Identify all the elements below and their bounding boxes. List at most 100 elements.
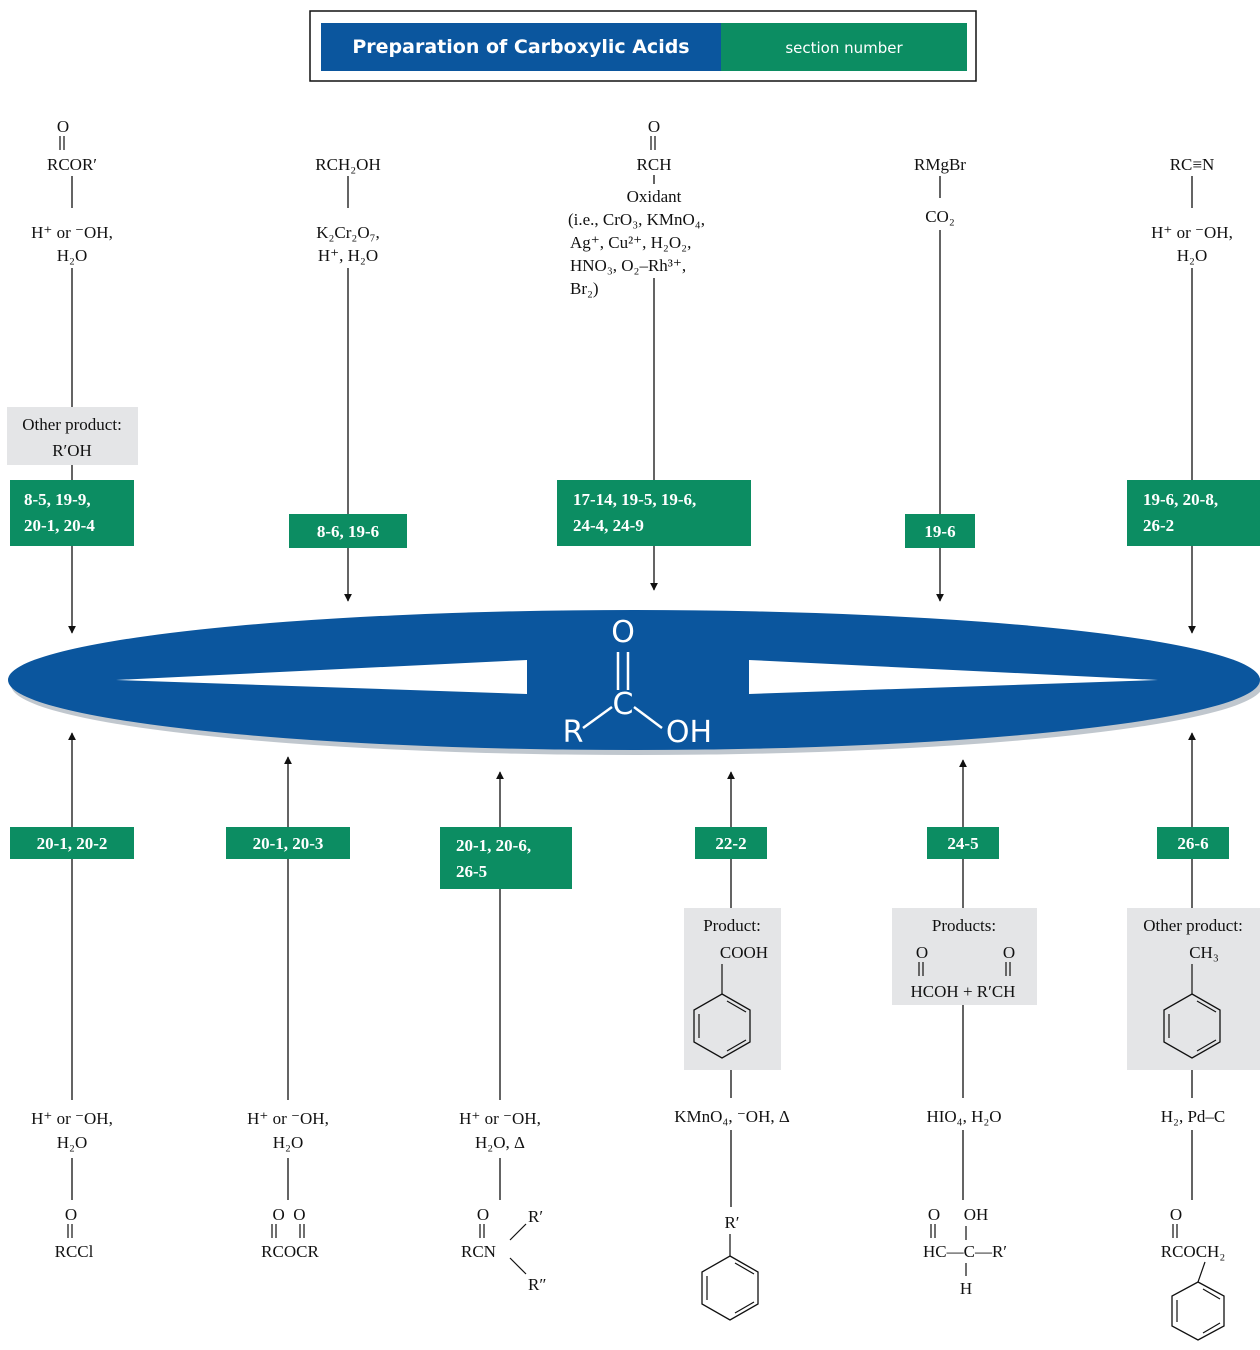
- reagent-line3: Ag⁺, Cu²⁺, H₂O₂,: [570, 233, 691, 252]
- sm-bond: [1197, 1261, 1206, 1283]
- product-label: Product:: [703, 916, 761, 935]
- reagent-line2: H₂O: [273, 1133, 303, 1152]
- route-primary-alcohol: RCH₂OH K₂Cr₂O₇, H⁺, H₂O 8-6, 19-6: [289, 155, 407, 602]
- products-formula: HCOH + R′CH: [911, 982, 1016, 1001]
- section-badge: [440, 827, 572, 889]
- header-section-bar: [721, 23, 967, 71]
- other-product-label: Other product:: [1143, 916, 1243, 935]
- benzene-ring-icon: [701, 1255, 759, 1321]
- ellipse-right-window: [749, 660, 1158, 694]
- starting-material: RCOCH₂: [1161, 1242, 1226, 1261]
- starting-material: RMgBr: [914, 155, 966, 174]
- product-group: COOH: [720, 943, 768, 962]
- route-aldehyde: O RCH Oxidant (i.e., CrO₃, KMnO₄, Ag⁺, C…: [557, 117, 751, 591]
- products-label: Products:: [932, 916, 996, 935]
- section-badge: [226, 827, 350, 859]
- route-benzyl-ester: 26-6 Other product: CH₃ H₂, Pd–C O RCOCH…: [1127, 732, 1260, 1350]
- other-product-label: Other product:: [22, 415, 122, 434]
- route-acyl-chloride: 20-1, 20-2 H⁺ or ⁻OH, H₂O O RCCl: [10, 732, 134, 1261]
- reagent-line1: CO₂: [925, 207, 955, 226]
- starting-material: RCH₂OH: [315, 155, 380, 174]
- central-product: O C R OH: [8, 610, 1260, 755]
- header-title: Preparation of Carboxylic Acids: [352, 36, 689, 58]
- section-badge: [1127, 480, 1260, 546]
- sm-o: O: [65, 1205, 77, 1224]
- section-badge: [695, 827, 767, 859]
- ellipse: [8, 610, 1260, 750]
- other-product-value: R′OH: [52, 441, 92, 460]
- reagent-line1: Oxidant: [627, 187, 682, 206]
- header: Preparation of Carboxylic Acids section …: [309, 10, 977, 82]
- section-badge: [927, 827, 999, 859]
- reagent-line1: KMnO₄, ⁻OH, Δ: [674, 1107, 790, 1126]
- products-formula-bg: [898, 980, 1032, 1002]
- section-badge-line1: 19-6, 20-8,: [1143, 490, 1218, 509]
- section-badge-line2: 20-1, 20-4: [24, 516, 95, 535]
- reagent-line2: H₂O: [57, 1133, 87, 1152]
- section-badge-line2: 26-2: [1143, 516, 1174, 535]
- section-badge-line1: 8-5, 19-9,: [24, 490, 91, 509]
- reagent-line1: H⁺ or ⁻OH,: [247, 1109, 329, 1128]
- starting-material: RCOCR: [261, 1242, 319, 1261]
- reagent-line2: H₂O: [57, 246, 87, 265]
- benzene-ring-icon: [1163, 993, 1221, 1059]
- structure-bond-left: [582, 705, 613, 730]
- reagent-line1: H⁺ or ⁻OH,: [459, 1109, 541, 1128]
- starting-material: RC≡N: [1170, 155, 1215, 174]
- section-badge-line1: 22-2: [715, 834, 746, 853]
- product-box: [684, 908, 781, 1070]
- sm-bg: [455, 1200, 565, 1290]
- route-alkylbenzene: 22-2 Product: COOH KMnO₄, ⁻OH, Δ R′: [662, 771, 804, 1347]
- section-badge: [1157, 827, 1229, 859]
- reagent-bg: [1140, 1098, 1246, 1130]
- sm-bond-down: [509, 1257, 527, 1275]
- products-o-2: O: [1003, 943, 1015, 962]
- section-badge: [557, 480, 751, 546]
- other-product-box: [7, 407, 138, 465]
- reagent-line1: H⁺ or ⁻OH,: [31, 223, 113, 242]
- section-badge-line1: 20-1, 20-6,: [456, 836, 531, 855]
- starting-material: HC—C—R′: [923, 1242, 1007, 1261]
- section-badge-line1: 8-6, 19-6: [317, 522, 379, 541]
- starting-material: RCOR′: [47, 155, 97, 174]
- route-amide: 20-1, 20-6, 26-5 H⁺ or ⁻OH, H₂O, Δ O RCN…: [440, 771, 572, 1294]
- section-badge-line1: 24-5: [947, 834, 978, 853]
- header-section-label: section number: [785, 39, 903, 57]
- sm-bond-up: [509, 1223, 527, 1241]
- section-badge-line1: 20-1, 20-3: [253, 834, 324, 853]
- sm-o: O: [57, 117, 69, 136]
- reagent-line2: H₂O, Δ: [475, 1133, 525, 1152]
- route-ester: O RCOR′ H⁺ or ⁻OH, H₂O Other product: R′…: [7, 117, 138, 634]
- section-badge: [10, 827, 134, 859]
- route-grignard: RMgBr CO₂ 19-6: [905, 155, 975, 602]
- products-o-1: O: [916, 943, 928, 962]
- reagent-line1: H⁺ or ⁻OH,: [1151, 223, 1233, 242]
- benzene-ring-icon: [1171, 1281, 1225, 1341]
- reagent-bg: [236, 1100, 340, 1158]
- reagent-bg: [908, 1098, 1020, 1130]
- starting-material: RCN: [461, 1242, 496, 1261]
- reagent-line1: H⁺ or ⁻OH,: [31, 1109, 113, 1128]
- section-badge-line1: 26-6: [1177, 834, 1208, 853]
- header-title-bar: [321, 23, 721, 71]
- sm-o: O: [928, 1205, 940, 1224]
- starting-material: RCH: [637, 155, 672, 174]
- structure-r: R: [563, 715, 584, 750]
- sm-o: O: [648, 117, 660, 136]
- sm-bg: [690, 1207, 775, 1347]
- reagent-line1: K₂Cr₂O₇,: [316, 223, 380, 242]
- reagent-line5: Br₂): [570, 279, 599, 298]
- structure-c: C: [613, 687, 634, 722]
- sm-substituent-1: R′: [528, 1207, 543, 1226]
- section-badge-line1: 19-6: [924, 522, 955, 541]
- reagent-line4: HNO₃, O₂–Rh³⁺,: [570, 256, 686, 275]
- route-hydroxy-aldehyde: 24-5 Products: O O HCOH + R′CH HIO₄, H₂O…: [892, 759, 1037, 1300]
- section-badge-line1: 20-1, 20-2: [37, 834, 108, 853]
- sm-oh: OH: [964, 1205, 989, 1224]
- section-badge: [10, 480, 134, 546]
- sm-substituent-2: R″: [528, 1275, 546, 1294]
- starting-material: RCCl: [55, 1242, 94, 1261]
- sm-bg: [245, 1200, 335, 1260]
- sm-o: O O: [272, 1205, 305, 1224]
